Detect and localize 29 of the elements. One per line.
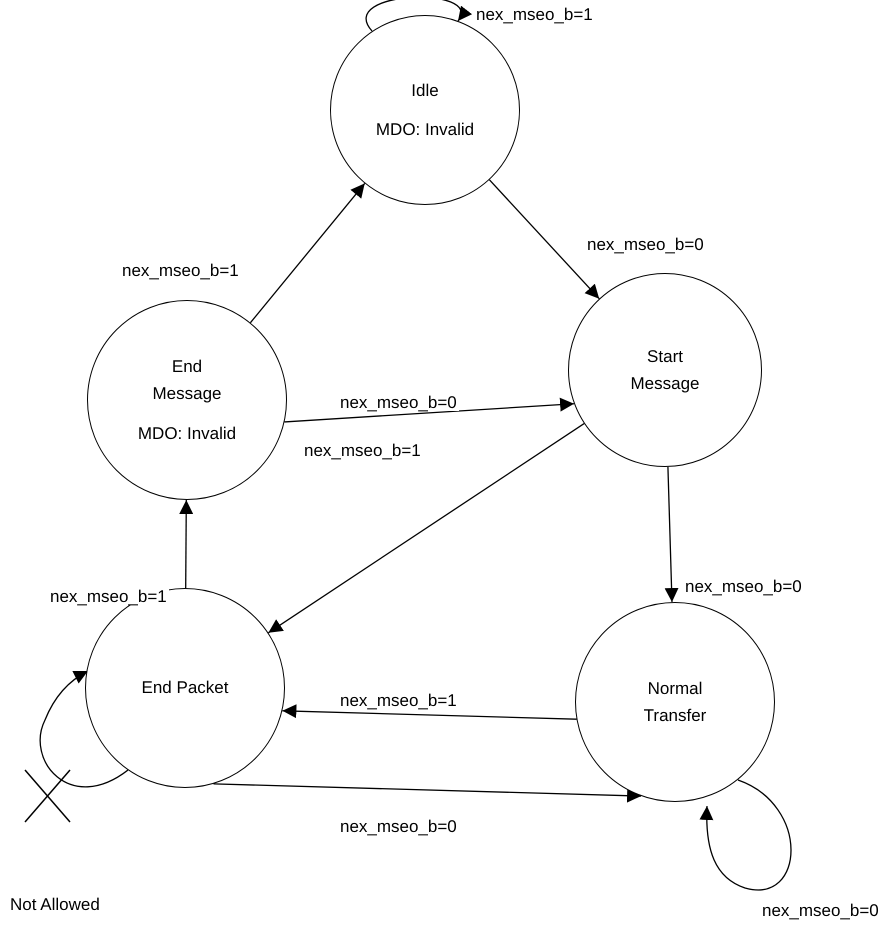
edge-label: nex_mseo_b=1 (120, 262, 241, 279)
state-name: End Packet (140, 677, 230, 700)
arrow (664, 466, 679, 602)
state-name: Normal Transfer (642, 678, 708, 727)
edge-label: nex_mseo_b=0 (760, 902, 881, 919)
arrow (250, 183, 366, 324)
edge-label: nex_mseo_b=1 (474, 6, 595, 23)
arrow (268, 423, 584, 634)
edge-label: nex_mseo_b=1 (338, 692, 459, 709)
state-output: MDO: Invalid (375, 119, 475, 141)
edge-label: nex_mseo_b=0 (338, 394, 459, 411)
edge-label: nex_mseo_b=1 (48, 588, 169, 605)
edge-label: nex_mseo_b=1 (302, 442, 423, 459)
arrow (284, 398, 574, 423)
edge-label: nex_mseo_b=0 (683, 578, 804, 595)
arrow (488, 179, 600, 300)
self-loop-arrow (40, 670, 128, 788)
edge-label: nex_mseo_b=0 (585, 236, 706, 253)
note-text: Not Allowed (10, 896, 100, 913)
state-name: Start Message (630, 346, 700, 395)
arrow (282, 704, 576, 720)
self-loop-arrow (700, 779, 792, 890)
state-name: Idle (410, 80, 440, 102)
arrow (179, 500, 194, 588)
arrow (213, 783, 642, 803)
state-output: MDO: Invalid (137, 422, 237, 445)
edge-label: nex_mseo_b=0 (338, 818, 459, 835)
self-loop-arrow (366, 0, 470, 32)
state-name: End Message (152, 356, 222, 406)
